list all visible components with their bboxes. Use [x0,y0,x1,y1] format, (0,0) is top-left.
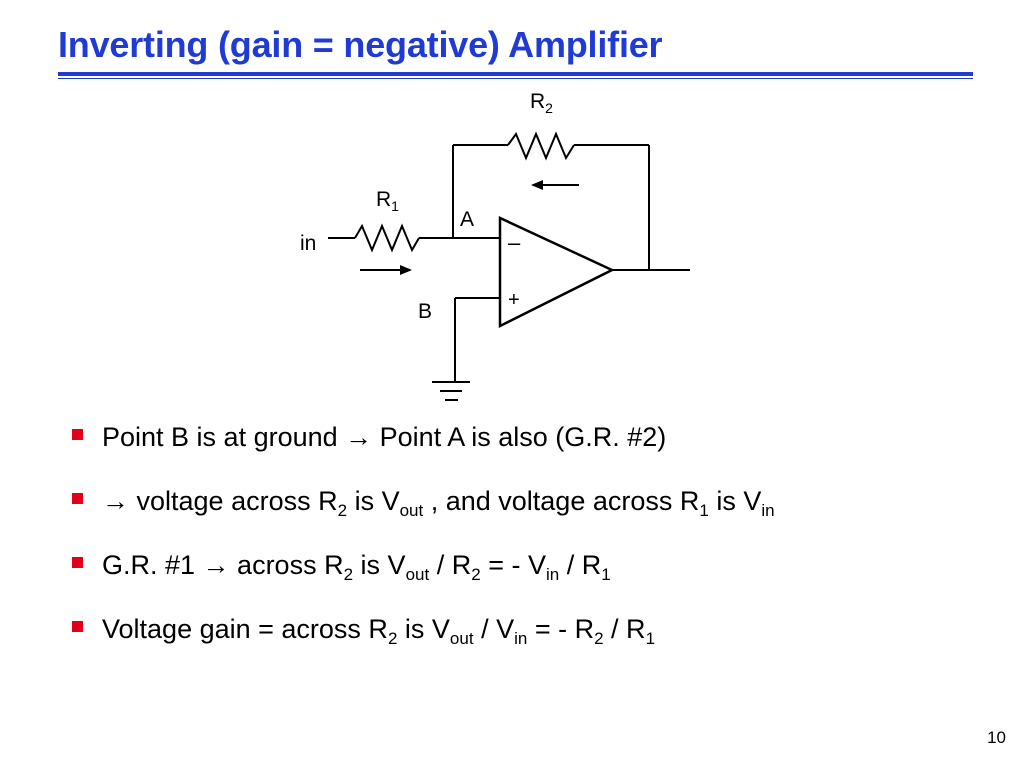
subscript: 1 [645,629,656,648]
arrowhead-right-icon [400,265,412,275]
arrow-right-icon: → [345,422,373,452]
bullet-text: / V [473,614,515,644]
bullet-text: = - R [527,614,595,644]
bullet-text: Voltage gain = across R [102,614,388,644]
node-b-label: B [418,300,432,323]
bullet-text: = - V [480,550,546,580]
title-rule-thin [58,78,973,79]
bullet-item: Voltage gain = across R2 is Vout / Vin =… [72,612,775,676]
bullet-square-icon [72,557,83,568]
r1-resistor [354,223,420,253]
subscript: 2 [594,629,604,648]
bullet-text: G.R. #1 [102,550,203,580]
input-label: in [300,232,316,255]
bullet-text: is V [353,550,406,580]
title-rule [58,72,973,76]
bullet-text: / R [429,550,472,580]
r2-label: R2 [530,90,553,116]
subscript: 1 [699,501,709,520]
op-amp-triangle [498,216,615,329]
bullet-item: G.R. #1 → across R2 is Vout / R2 = - Vin… [72,548,775,612]
subscript: 2 [471,565,481,584]
bullet-text: is V [708,486,762,516]
subscript: 2 [387,629,398,648]
non-inverting-input-sign: + [508,289,520,311]
bullet-text: / R [603,614,646,644]
bullet-text: is V [347,486,400,516]
r1-label: R1 [376,188,399,214]
subscript: in [761,501,775,520]
subscript: in [545,565,560,584]
bullet-square-icon [72,429,83,440]
node-a-label: A [460,208,474,231]
bullet-item: Point B is at ground → Point A is also (… [72,420,775,484]
bullet-text: Point A is also (G.R. #2) [372,422,667,452]
bullet-square-icon [72,493,83,504]
subscript: out [399,501,424,520]
bullet-text: , and voltage across R [423,486,700,516]
inverting-amplifier-circuit: R2 R1 A B in – + [300,90,690,401]
bullet-text: Point B is at ground [102,422,346,452]
inverting-input-sign: – [508,230,521,255]
bullet-text: / R [559,550,602,580]
subscript: out [405,565,430,584]
bullet-text: is V [397,614,450,644]
arrow-right-icon: → [202,550,230,580]
bullet-text: across R [229,550,344,580]
arrowhead-left-icon [531,180,543,190]
r2-resistor [507,131,575,161]
arrow-right-icon: → [102,486,129,516]
bullet-square-icon [72,621,83,632]
bullet-item: → voltage across R2 is Vout , and voltag… [72,484,775,548]
subscript: out [449,629,474,648]
bullet-text: voltage across R [129,486,338,516]
subscript: in [514,629,528,648]
subscript: 2 [337,501,348,520]
subscript: 2 [343,565,354,584]
bullet-list: Point B is at ground → Point A is also (… [72,420,775,676]
page-number: 10 [987,728,1006,747]
slide-title: Inverting (gain = negative) Amplifier [58,24,663,65]
subscript: 1 [601,565,611,584]
